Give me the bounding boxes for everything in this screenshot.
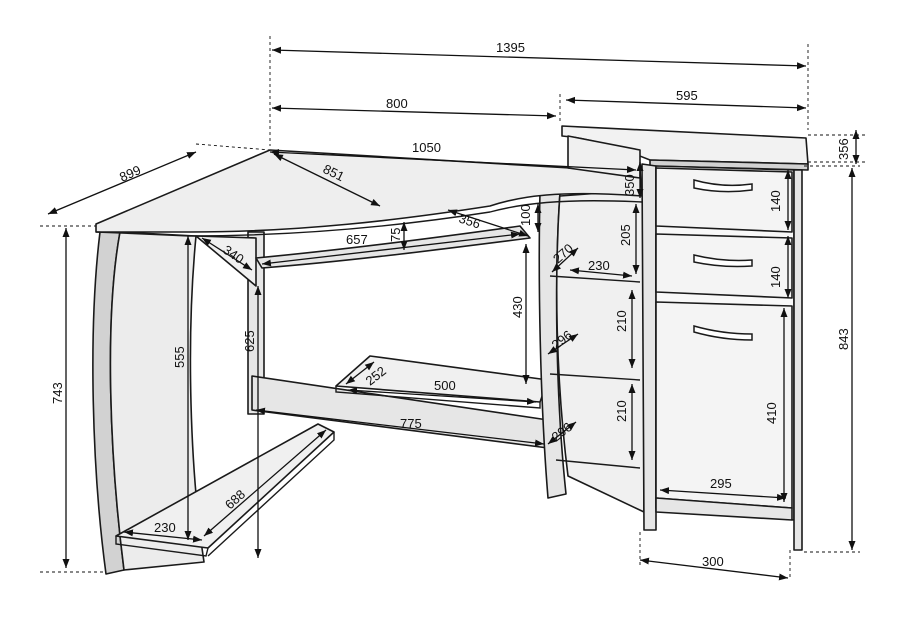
dim-230-foot-arrow (123, 529, 203, 543)
dim-label-205: 205 (618, 224, 633, 246)
dim-label-595: 595 (676, 88, 698, 103)
dim-label-230-foot: 230 (154, 520, 176, 535)
drawer-2-handle (693, 254, 753, 268)
shelf-column (555, 183, 645, 513)
dim-label-430: 430 (510, 296, 525, 318)
dim-1395-arrow (271, 46, 807, 70)
dim-label-843: 843 (836, 328, 851, 350)
dim-595-arrow (565, 96, 807, 112)
dim-851-arrow (273, 153, 381, 207)
dim-label-75: 75 (388, 228, 403, 242)
dim-899-arrow (47, 151, 197, 215)
dim-230-niche-arrow (569, 267, 633, 279)
dimension-arrows (47, 46, 860, 581)
dim-label-1395: 1395 (496, 40, 525, 55)
dim-296-arrow (547, 333, 579, 355)
door-handle (693, 325, 753, 341)
dim-label-356: 356 (457, 211, 482, 232)
dim-label-210-b: 210 (614, 400, 629, 422)
dim-label-140-a: 140 (768, 190, 783, 212)
cabinet-right-side (793, 169, 803, 551)
dim-label-1050: 1050 (412, 140, 441, 155)
dim-label-230-niche: 230 (588, 258, 610, 273)
dim-688-arrow (203, 429, 327, 537)
dim-657-arrow (261, 231, 521, 267)
dim-270-arrow (551, 247, 579, 273)
dim-label-625: 625 (242, 330, 257, 352)
dim-label-410: 410 (764, 402, 779, 424)
drawer-1 (655, 167, 793, 233)
dim-label-743: 743 (50, 382, 65, 404)
dim-label-775: 775 (400, 416, 422, 431)
dim-label-657: 657 (346, 232, 368, 247)
side-shelf (195, 235, 257, 287)
dim-296-b-arrow (547, 421, 577, 445)
dim-295-arrow (659, 487, 787, 501)
dim-800-arrow (271, 104, 557, 120)
right-top-ledge-front (649, 159, 809, 171)
dim-label-210-a: 210 (614, 310, 629, 332)
cabinet-plinth (655, 497, 793, 521)
dim-label-899: 899 (117, 162, 143, 185)
dim-label-356-top: 356 (836, 138, 851, 160)
dim-label-350: 350 (622, 174, 637, 196)
cabinet-side (641, 163, 657, 531)
dim-label-800: 800 (386, 96, 408, 111)
dim-label-300: 300 (702, 554, 724, 569)
dim-label-555: 555 (172, 346, 187, 368)
drawer-1-handle (693, 179, 753, 193)
dim-252-arrow (345, 361, 375, 385)
dim-label-295: 295 (710, 476, 732, 491)
dim-340-arrow (201, 237, 253, 271)
dim-label-140-b: 140 (768, 266, 783, 288)
dim-356-arrow (447, 209, 529, 237)
dim-label-500: 500 (434, 378, 456, 393)
dim-500-arrow (347, 387, 537, 405)
dim-300-arrow (639, 557, 789, 581)
dim-775-arrow (255, 407, 545, 447)
desk-drawing (92, 125, 809, 575)
dim-label-100: 100 (518, 204, 533, 226)
